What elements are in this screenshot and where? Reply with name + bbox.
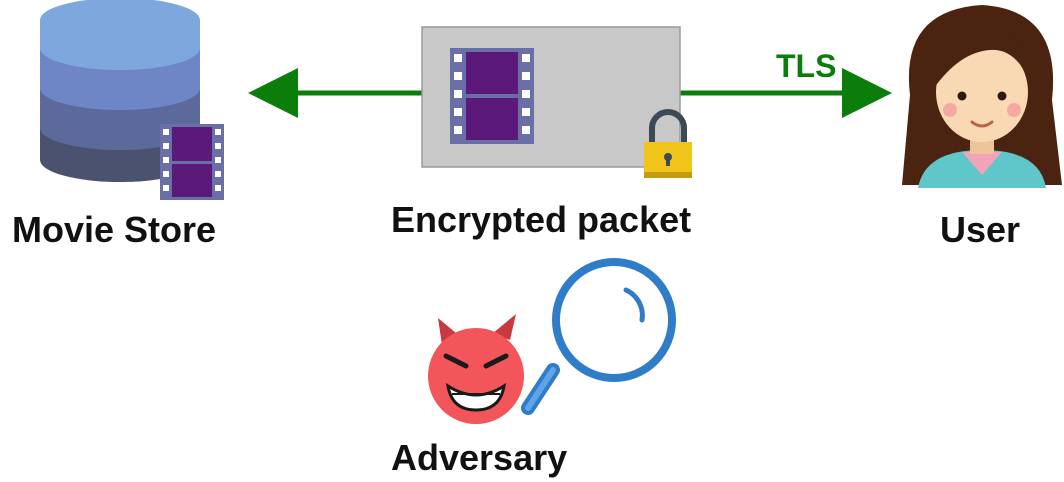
encrypted-packet-label: Encrypted packet: [391, 199, 692, 240]
film-strip-icon: [160, 124, 224, 200]
adversary-label: Adversary: [391, 437, 568, 478]
magnifying-glass-icon: [521, 258, 676, 415]
padlock-icon: [644, 109, 692, 178]
movie-store-label: Movie Store: [12, 209, 217, 250]
film-strip-icon: [450, 48, 534, 144]
tls-label: TLS: [776, 48, 837, 84]
devil-face-icon: [428, 314, 524, 424]
user-label: User: [940, 209, 1021, 250]
database-icon: [40, 0, 200, 182]
user-avatar-icon: [902, 5, 1062, 188]
